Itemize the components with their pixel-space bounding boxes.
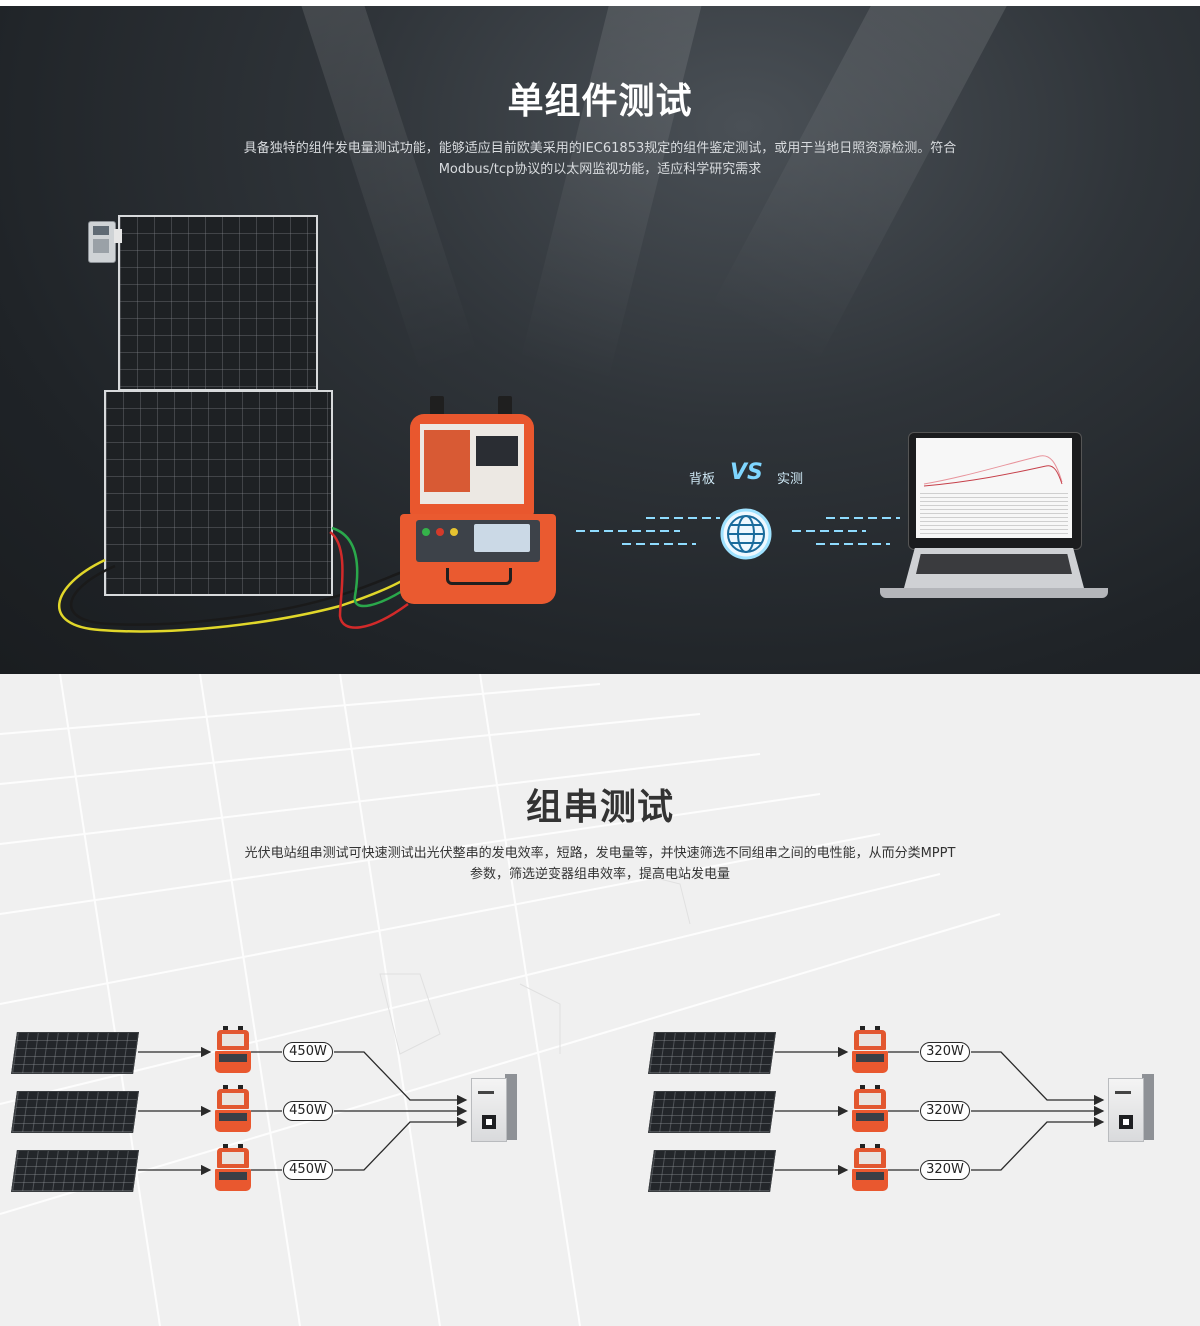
- tester-icon: [852, 1144, 888, 1192]
- light-ray: [709, 6, 1013, 366]
- power-label: 450W: [283, 1101, 333, 1121]
- tester-icon: [852, 1085, 888, 1133]
- section-description: 具备独特的组件发电量测试功能，能够适应目前欧美采用的IEC61853规定的组件鉴…: [150, 138, 1050, 180]
- section-description: 光伏电站组串测试可快速测试出光伏整串的发电效率，短路，发电量等，并快速筛选不同组…: [150, 843, 1050, 885]
- tester-icon: [852, 1026, 888, 1074]
- test-cables: [57, 526, 411, 633]
- vs-label: VS: [730, 460, 763, 485]
- solar-panel-lower: [104, 390, 333, 596]
- power-label: 320W: [920, 1160, 970, 1180]
- background-panel-array: [0, 674, 1001, 1326]
- sensor-device-icon: [88, 221, 116, 263]
- compare-right-label: 实测: [777, 472, 804, 487]
- description-line: 具备独特的组件发电量测试功能，能够适应目前欧美采用的IEC61853规定的组件鉴…: [243, 141, 957, 156]
- left-connection-lines: [138, 1046, 468, 1176]
- description-line: 光伏电站组串测试可快速测试出光伏整串的发电效率，短路，发电量等，并快速筛选不同组…: [244, 846, 956, 861]
- power-label: 320W: [920, 1101, 970, 1121]
- data-flow-lines: [576, 517, 900, 545]
- power-label: 320W: [920, 1042, 970, 1062]
- string-test-section: 组串测试 光伏电站组串测试可快速测试出光伏整串的发电效率，短路，发电量等，并快速…: [0, 674, 1200, 1326]
- description-line: 参数，筛选逆变器组串效率，提高电站发电量: [469, 867, 730, 882]
- section-title: 组串测试: [525, 787, 674, 828]
- tester-icon: [215, 1085, 251, 1133]
- tester-icon: [215, 1026, 251, 1074]
- inverter-icon: [471, 1072, 517, 1142]
- compare-left-label: 背板: [689, 472, 716, 487]
- sensor-bracket: [114, 229, 122, 243]
- single-module-section: 单组件测试 具备独特的组件发电量测试功能，能够适应目前欧美采用的IEC61853…: [0, 6, 1200, 674]
- section-title: 单组件测试: [507, 81, 693, 122]
- power-label: 450W: [283, 1042, 333, 1062]
- globe-icon: [720, 508, 772, 560]
- light-ray: [519, 6, 709, 385]
- description-line: Modbus/tcp协议的以太网监视功能，适应科学研究需求: [438, 162, 762, 177]
- tester-icon: [400, 396, 556, 610]
- tester-icon: [215, 1144, 251, 1192]
- laptop-icon: [880, 432, 1108, 604]
- inverter-icon: [1108, 1072, 1154, 1142]
- right-connection-lines: [775, 1046, 1105, 1176]
- solar-panel-upper: [118, 215, 318, 391]
- compare-label: 背板 VS 实测: [680, 460, 840, 494]
- power-label: 450W: [283, 1160, 333, 1180]
- light-ray: [291, 6, 479, 375]
